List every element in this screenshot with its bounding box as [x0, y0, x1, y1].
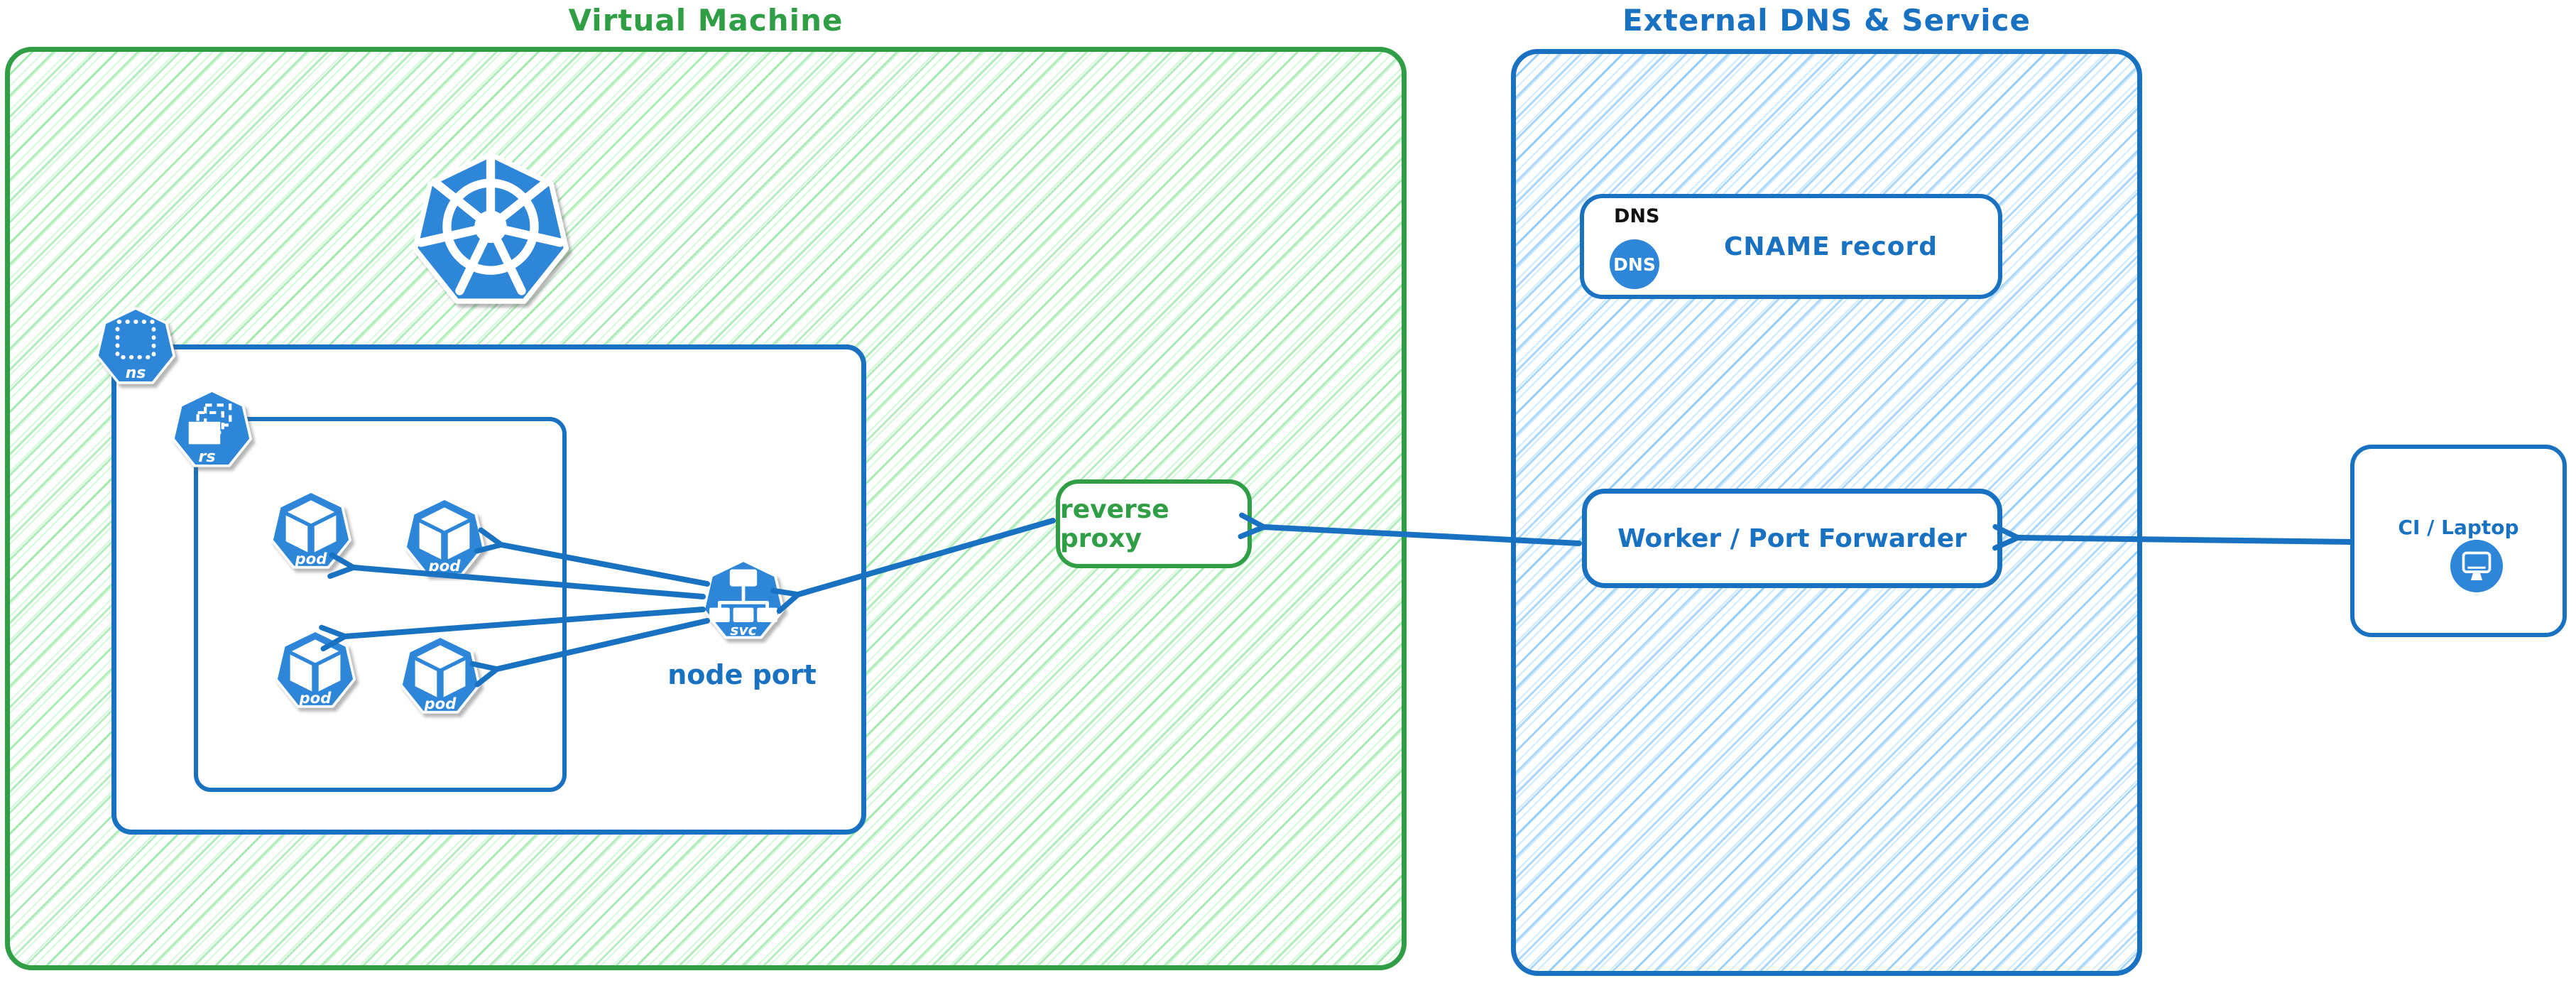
pod-icon-label: pod — [295, 550, 328, 568]
dns-cname-card: DNS DNS CNAME record — [1580, 194, 2002, 299]
namespace-icon-label: ns — [126, 364, 146, 382]
replicaset-box — [194, 417, 567, 792]
reverse-proxy-label: reverse proxy — [1060, 494, 1169, 553]
worker-port-forwarder-label: Worker / Port Forwarder — [1617, 523, 1967, 553]
pod-icon-label: pod — [424, 695, 457, 713]
service-icon-label: svc — [730, 621, 757, 639]
vm-group-title: Virtual Machine — [568, 3, 844, 38]
replicaset-icon: rs — [170, 389, 253, 472]
pod-icon-label: pod — [299, 690, 332, 707]
dns-tag-label: DNS — [1614, 205, 1660, 227]
monitor-icon — [2450, 540, 2503, 592]
cname-record-label: CNAME record — [1723, 232, 1938, 261]
replicaset-icon-label: rs — [198, 447, 215, 466]
ci-laptop-node: CI / Laptop — [2350, 445, 2567, 637]
dns-badge-label: DNS — [1613, 254, 1656, 275]
service-icon: svc — [701, 558, 786, 643]
pod-icon: pod — [273, 629, 357, 712]
namespace-icon: ns — [94, 306, 177, 389]
worker-port-forwarder-node: Worker / Port Forwarder — [1582, 489, 2002, 588]
ci-laptop-label: CI / Laptop — [2398, 516, 2519, 539]
node-port-caption: node port — [667, 659, 817, 690]
pod-icon: pod — [403, 496, 486, 580]
reverse-proxy-node: reverse proxy — [1056, 479, 1252, 568]
pod-icon: pod — [398, 634, 482, 718]
kubernetes-logo-icon — [410, 151, 572, 313]
pod-icon: pod — [269, 489, 353, 573]
pod-icon-label: pod — [428, 558, 462, 575]
external-group-title: External DNS & Service — [1622, 3, 2031, 38]
dns-badge-icon: DNS — [1610, 239, 1659, 289]
